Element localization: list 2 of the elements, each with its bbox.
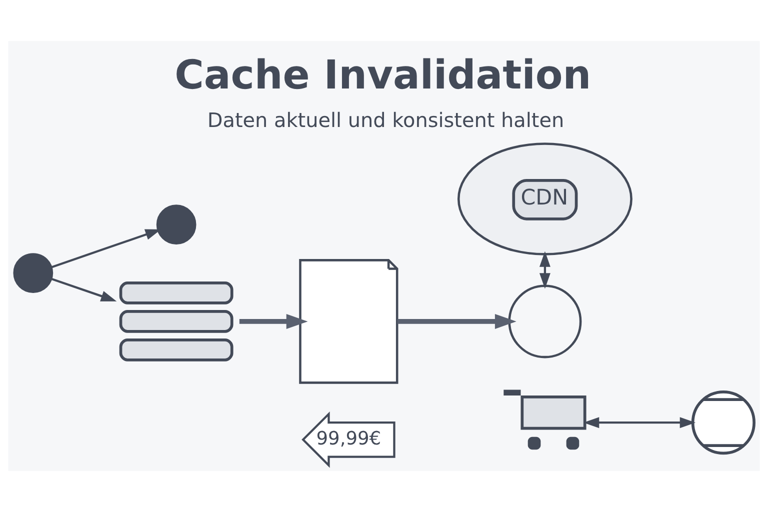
- diagram-title: Cache Invalidation: [174, 52, 592, 99]
- caption: Daten aktuell und konsistent halten: [207, 108, 564, 132]
